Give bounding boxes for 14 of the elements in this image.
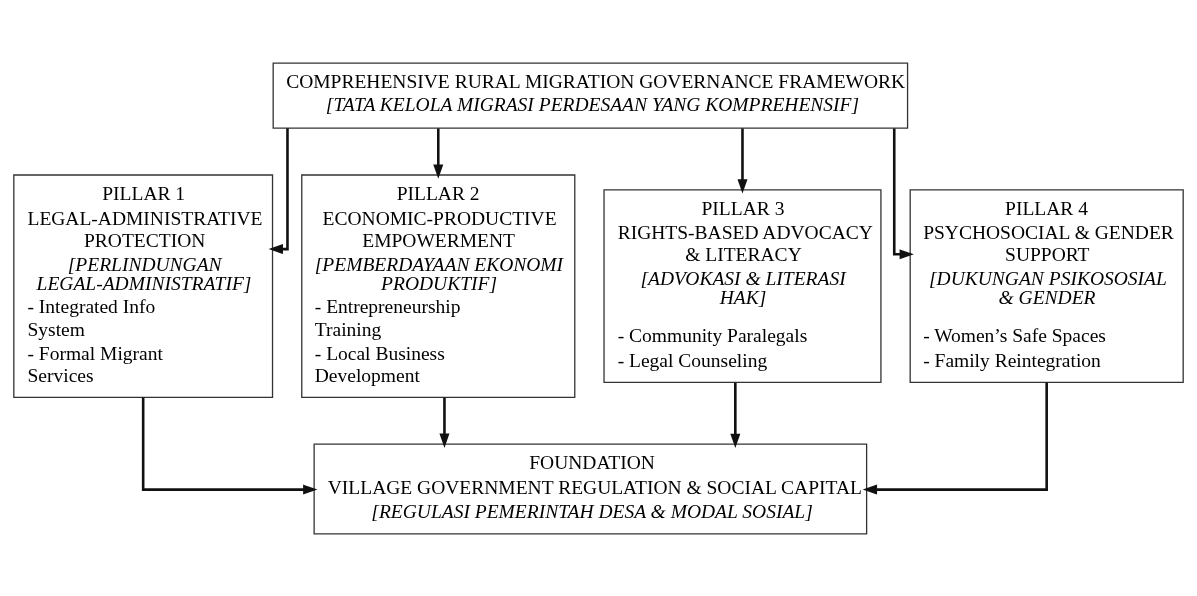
- node-box: COMPREHENSIVE RURAL MIGRATION GOVERNANCE FRAMEWORK [TATA KELOLA MIGRASI PERDESAAN YANG KOMPREHENSIF]: [272, 62, 909, 129]
- arrow: [433, 127, 444, 179]
- arrow: [439, 397, 450, 448]
- node-box: PILLAR 4 PSYCHOSOCIAL & GENDER SUPPORT [DUKUNGAN PSIKOSOSIAL & GENDER - Women’s Safe Spaces - Family Reintegration: [909, 188, 1184, 383]
- node-box: PILLAR 3 RIGHTS-BASED ADVOCACY & LITERACY [ADVOKASI & LITERASI HAK] - Community Paralegals - Legal Counseling: [603, 188, 882, 383]
- arrow: [862, 382, 1048, 495]
- node-box: PILLAR 2 ECONOMIC-PRODUCTIVE EMPOWERMENT [PEMBERDAYAAN EKONOMI PRODUKTIF] - Entrepreneurship Training - Local Business Development: [301, 173, 576, 398]
- arrow: [892, 128, 914, 259]
- arrow: [737, 127, 748, 193]
- node-box: FOUNDATION VILLAGE GOVERNMENT REGULATION & SOCIAL CAPITAL [REGULASI PEMERINTAH DESA & MODAL SOSIAL]: [313, 442, 868, 534]
- arrow: [268, 127, 289, 254]
- arrow: [730, 382, 741, 448]
- arrow: [141, 396, 318, 495]
- node-box: PILLAR 1 LEGAL-ADMINISTRATIVE PROTECTION [PERLINDUNGAN LEGAL-ADMINISTRATIF] - Integrated Info System - Formal Migrant Services: [13, 173, 274, 398]
